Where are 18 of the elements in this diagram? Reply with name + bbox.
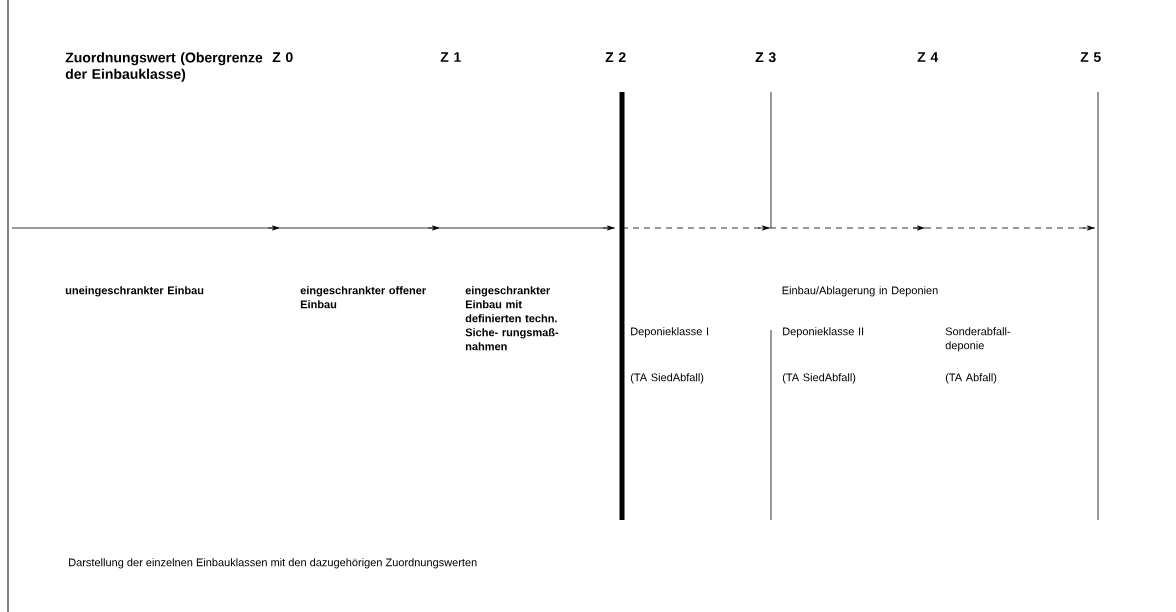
class-limit-label: Z 5	[1080, 52, 1101, 62]
caption: Darstellung der einzelnen Einbauklassen mit den dazugehörigen Zuordnungswerten	[69, 558, 477, 569]
class-limit-label: Z 3	[755, 52, 776, 63]
landfill-label: Deponieklasse I	[631, 327, 709, 338]
class-limit-label: Z 0	[272, 52, 293, 63]
class-limit-label: Z 2	[605, 52, 626, 62]
class-limit-label: Z 4	[917, 52, 939, 62]
landfill-label: (TA Abfall)	[945, 373, 997, 384]
class-label: uneingeschrankter Einbau	[65, 286, 204, 297]
axis-heading: Zuordnungswert (Obergrenze der Einbauklasse)	[65, 52, 263, 82]
landfill-label: Sonderabfall- deponie	[945, 327, 1011, 352]
class-label: Einbau/Ablagerung in Deponien	[782, 286, 938, 297]
landfill-label: (TA SiedAbfall)	[630, 373, 704, 384]
landfill-label: Deponieklasse II	[783, 327, 864, 338]
class-label: eingeschrankter offener Einbau	[300, 286, 426, 309]
landfill-label: (TA SiedAbfall)	[782, 373, 856, 384]
class-label: eingeschrankter Einbau mit definierten techn. Siche- rungsmaß- nahmen	[465, 286, 559, 351]
class-limit-label: Z 1	[440, 52, 461, 62]
